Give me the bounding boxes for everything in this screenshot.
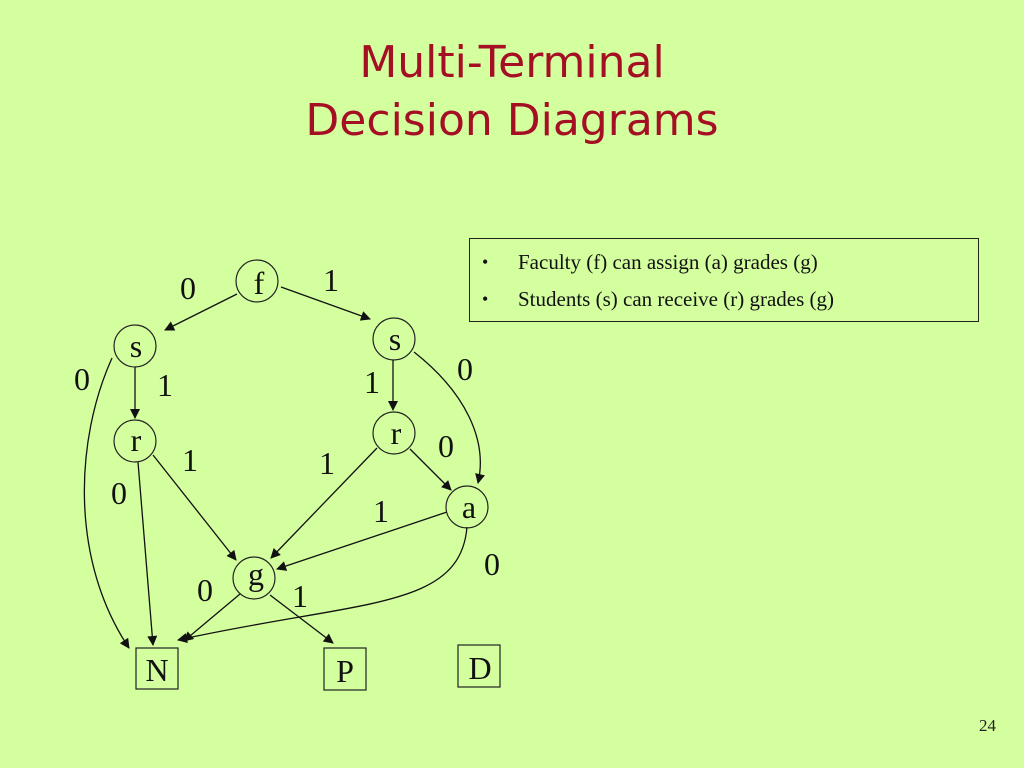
- bullet-list: Faculty (f) can assign (a) grades (g) St…: [480, 244, 968, 318]
- node-g-circle: [232, 556, 276, 600]
- node-r-left-label: r: [131, 422, 142, 458]
- edge-g-N: [183, 593, 241, 642]
- node-r-right-circle: [372, 411, 416, 455]
- node-s-left-label: s: [130, 328, 142, 364]
- edge-label: 0: [197, 572, 213, 608]
- title-line-1: Multi-Terminal: [359, 37, 665, 88]
- edge-label: 0: [484, 546, 500, 582]
- terminal-D-label: D: [468, 650, 491, 686]
- edge-label: 1: [323, 262, 339, 298]
- title-line-2: Decision Diagrams: [305, 95, 719, 146]
- edge-label: 0: [438, 428, 454, 464]
- node-r-left-circle: [113, 419, 157, 463]
- terminal-N-box: [135, 647, 179, 690]
- edge-g-P: [269, 594, 334, 644]
- edge-r-left-g: [152, 454, 237, 561]
- node-f-label: f: [254, 265, 265, 301]
- node-r-right-label: r: [391, 415, 402, 451]
- edge-a-N: [177, 526, 468, 643]
- edge-label: 1: [364, 364, 380, 400]
- edge-label: 0: [457, 351, 473, 387]
- edge-label: 1: [373, 493, 389, 529]
- edge-a-g: [276, 511, 448, 571]
- edge-r-right-g: [270, 447, 378, 559]
- terminal-N-label: N: [145, 652, 168, 688]
- edge-label: 1: [319, 445, 335, 481]
- edge-r-left-N: [137, 461, 158, 646]
- bullet-item: Students (s) can receive (r) grades (g): [480, 281, 968, 318]
- terminal-P-label: P: [336, 653, 354, 689]
- node-a-label: a: [462, 489, 476, 525]
- edge-s-right-a: [413, 351, 485, 484]
- edge-label: 1: [157, 367, 173, 403]
- slide-title: Multi-Terminal Decision Diagrams: [0, 34, 1024, 150]
- edge-r-right-a: [409, 448, 452, 491]
- terminal-P-box: [323, 647, 367, 691]
- edge-f-s-left: [164, 293, 238, 331]
- node-s-left-circle: [113, 324, 157, 368]
- node-s-right-circle: [372, 317, 416, 361]
- edge-label: 1: [182, 442, 198, 478]
- edge-s-left-N: [83, 357, 130, 649]
- bullet-box: Faculty (f) can assign (a) grades (g) St…: [469, 238, 979, 322]
- edge-f-s-right: [280, 286, 371, 321]
- bullet-item: Faculty (f) can assign (a) grades (g): [480, 244, 968, 281]
- node-s-right-label: s: [389, 321, 401, 357]
- edge-label: 1: [292, 578, 308, 614]
- edge-label: 0: [180, 270, 196, 306]
- edge-label: 0: [74, 361, 90, 397]
- node-f-circle: [235, 259, 279, 303]
- edge-label: 0: [111, 475, 127, 511]
- node-a-circle: [445, 485, 489, 529]
- page-number: 24: [979, 716, 996, 735]
- terminal-D-box: [457, 644, 501, 688]
- node-g-label: g: [248, 556, 264, 592]
